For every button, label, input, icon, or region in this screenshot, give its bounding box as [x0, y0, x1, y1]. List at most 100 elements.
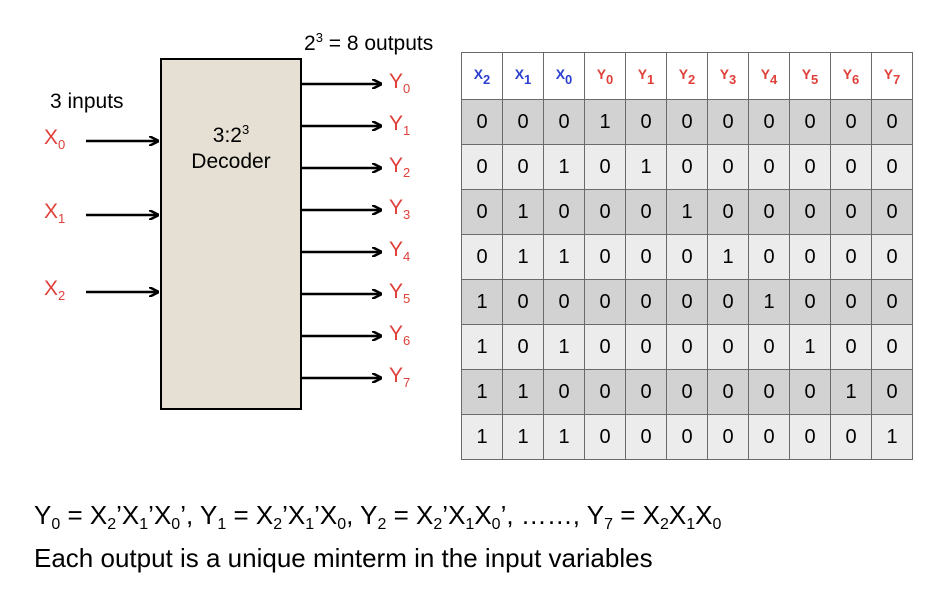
column-header-y2: Y2: [666, 52, 708, 100]
table-cell: 0: [584, 279, 626, 325]
table-cell: 0: [584, 144, 626, 190]
table-cell: 0: [830, 279, 872, 325]
table-cell: 0: [461, 234, 503, 280]
table-cell: 1: [666, 189, 708, 235]
table-cell: 1: [543, 234, 585, 280]
table-cell: 1: [625, 144, 667, 190]
table-cell: 0: [748, 144, 790, 190]
table-cell: 0: [584, 414, 626, 460]
table-cell: 1: [502, 414, 544, 460]
table-cell: 1: [707, 234, 749, 280]
table-cell: 0: [625, 189, 667, 235]
table-cell: 0: [871, 279, 913, 325]
table-cell: 0: [748, 234, 790, 280]
table-cell: 0: [666, 279, 708, 325]
table-cell: 0: [830, 234, 872, 280]
table-cell: 0: [584, 189, 626, 235]
table-cell: 0: [748, 369, 790, 415]
table-cell: 0: [871, 234, 913, 280]
table-cell: 0: [543, 189, 585, 235]
table-cell: 0: [789, 144, 831, 190]
table-cell: 0: [625, 279, 667, 325]
table-cell: 0: [789, 234, 831, 280]
table-cell: 0: [707, 189, 749, 235]
table-cell: 0: [461, 99, 503, 145]
column-header-y3: Y3: [707, 52, 749, 100]
table-cell: 0: [789, 99, 831, 145]
input-label-x2: X2: [44, 277, 66, 303]
column-header-y6: Y6: [830, 52, 872, 100]
table-cell: 1: [543, 414, 585, 460]
table-cell: 0: [707, 369, 749, 415]
table-cell: 0: [625, 369, 667, 415]
table-cell: 1: [789, 324, 831, 370]
table-cell: 1: [461, 414, 503, 460]
table-cell: 1: [584, 99, 626, 145]
outputs-count-label: 23 = 8 outputs: [304, 30, 434, 55]
table-cell: 0: [707, 279, 749, 325]
table-cell: 0: [830, 324, 872, 370]
table-cell: 0: [707, 414, 749, 460]
table-cell: 0: [461, 189, 503, 235]
table-cell: 0: [625, 99, 667, 145]
table-cell: 0: [830, 414, 872, 460]
column-header-x0: X0: [543, 52, 585, 100]
column-header-y0: Y0: [584, 52, 626, 100]
output-label-y6: Y6: [389, 322, 411, 348]
table-cell: 0: [789, 369, 831, 415]
table-cell: 0: [543, 369, 585, 415]
column-header-x1: X1: [502, 52, 544, 100]
table-cell: 1: [502, 189, 544, 235]
inputs-count-label: 3 inputs: [50, 90, 124, 113]
table-cell: 0: [502, 144, 544, 190]
decoder-block: 3:23 Decoder: [160, 58, 302, 410]
table-cell: 0: [748, 324, 790, 370]
table-cell: 0: [666, 99, 708, 145]
table-cell: 0: [502, 279, 544, 325]
table-cell: 0: [502, 324, 544, 370]
table-cell: 0: [830, 99, 872, 145]
table-cell: 1: [748, 279, 790, 325]
table-cell: 0: [830, 144, 872, 190]
table-cell: 0: [584, 324, 626, 370]
table-cell: 0: [543, 99, 585, 145]
table-cell: 0: [871, 189, 913, 235]
table-cell: 0: [666, 369, 708, 415]
table-cell: 0: [871, 144, 913, 190]
column-header-y5: Y5: [789, 52, 831, 100]
input-label-x0: X0: [44, 126, 66, 152]
table-cell: 0: [789, 414, 831, 460]
output-label-y4: Y4: [389, 238, 411, 264]
input-label-x1: X1: [44, 200, 66, 226]
table-cell: 0: [789, 279, 831, 325]
table-cell: 0: [625, 414, 667, 460]
column-header-y1: Y1: [625, 52, 667, 100]
table-cell: 0: [871, 369, 913, 415]
table-cell: 0: [543, 279, 585, 325]
table-cell: 0: [625, 234, 667, 280]
table-cell: 0: [502, 99, 544, 145]
table-cell: 0: [666, 324, 708, 370]
output-label-y7: Y7: [389, 364, 411, 390]
table-cell: 1: [502, 369, 544, 415]
table-cell: 0: [666, 144, 708, 190]
table-cell: 1: [871, 414, 913, 460]
table-cell: 0: [707, 144, 749, 190]
table-cell: 1: [543, 324, 585, 370]
minterm-equations: Y0 = X2’X1’X0’, Y1 = X2’X1’X0, Y2 = X2’X…: [34, 500, 722, 533]
column-header-y4: Y4: [748, 52, 790, 100]
table-cell: 0: [584, 234, 626, 280]
table-cell: 0: [584, 369, 626, 415]
table-cell: 0: [666, 414, 708, 460]
table-cell: 1: [830, 369, 872, 415]
